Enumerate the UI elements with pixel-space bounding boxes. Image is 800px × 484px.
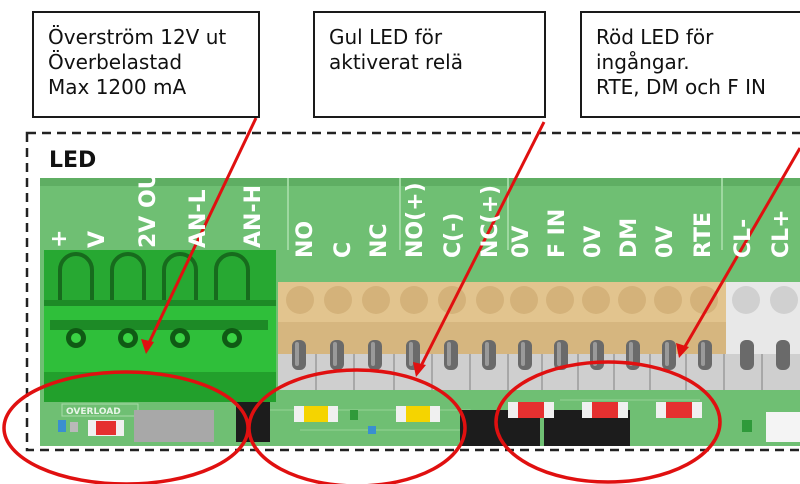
red-led-2 [582, 402, 628, 418]
callout-yellow-line-2: aktiverat relä [329, 50, 463, 74]
terminal-label: NO(+) [403, 182, 428, 258]
terminal-label: + [47, 230, 72, 248]
yellow-led-1 [294, 406, 338, 422]
terminal-label: AN-L [186, 189, 211, 248]
terminal-label: C(-) [441, 213, 466, 258]
terminal-label: V [85, 231, 110, 248]
callout-overload-line-2: Överbelastad [48, 50, 183, 74]
callout-red-line-2: ingångar. [596, 50, 690, 74]
yellow-led-highlight-ellipse [247, 368, 467, 484]
callout-red-line-1: Röd LED för [596, 25, 714, 49]
callout-overload-line-1: Överström 12V ut [48, 25, 227, 49]
terminal-strip [278, 354, 800, 390]
callout-red-line-3: RTE, DM och F IN [596, 75, 767, 99]
terminal-label: 0V [581, 226, 606, 258]
terminal-label: CL+ [769, 209, 794, 258]
terminal-label: DM [617, 218, 642, 258]
terminal-label: AN-H [241, 185, 266, 248]
callout-overload-line-3: Max 1200 mA [48, 75, 187, 99]
red-led-1 [508, 402, 554, 418]
callout-overload: Överström 12V ut Överbelastad Max 1200 m… [32, 11, 260, 118]
callout-red-led: Röd LED för ingångar. RTE, DM och F IN [580, 11, 800, 118]
led-section-title: LED [49, 148, 97, 173]
terminal-label: 0V [653, 226, 678, 258]
red-led-highlight-ellipse [494, 360, 722, 484]
red-led-3 [656, 402, 702, 418]
yellow-led-2 [396, 406, 440, 422]
terminal-label: NC(+) [478, 185, 503, 258]
chip-grey [134, 410, 214, 442]
terminal-label: CL- [731, 219, 756, 258]
terminal-label: 2V OU [136, 171, 161, 248]
callout-yellow-line-1: Gul LED för [329, 25, 443, 49]
terminal-label: NO [293, 221, 318, 258]
callout-arrows [141, 117, 800, 377]
terminal-label: RTE [691, 212, 716, 258]
beige-connector-bank [278, 282, 726, 354]
terminal-label: F IN [545, 209, 570, 258]
callout-yellow-led: Gul LED för aktiverat relä [313, 11, 546, 118]
terminal-label: NC [367, 223, 392, 258]
terminal-label: C [331, 242, 356, 258]
terminal-label: 0V [509, 226, 534, 258]
overload-silkscreen-label: OVERLOAD [66, 407, 121, 417]
led-region-outline [25, 131, 800, 452]
overload-led [88, 420, 124, 436]
